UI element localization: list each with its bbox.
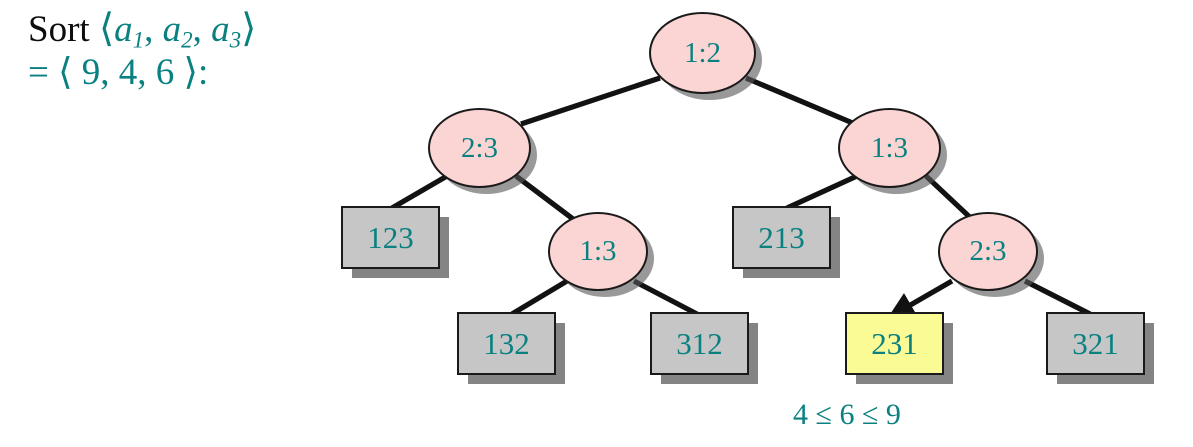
separator-2: ,: [192, 9, 212, 50]
leaf-node-leaf-123[interactable]: 123: [341, 206, 440, 269]
decision-node-label: 1:3: [870, 131, 909, 164]
leaf-node-label: 213: [758, 219, 805, 255]
leaf-node-label: 132: [483, 325, 530, 361]
variable-a2: a: [162, 9, 182, 50]
edge-right13-to-leaf213: [785, 173, 859, 211]
leaf-node-leaf-132[interactable]: 132: [457, 312, 556, 375]
edge-right23-to-leaf321: [1023, 278, 1092, 317]
decision-node-left-13[interactable]: 1:3: [548, 212, 648, 291]
angle-open-icon: ⟨: [98, 7, 115, 50]
subscript-2: 2: [181, 27, 193, 53]
leaf-node-label: 312: [676, 325, 723, 361]
angle-close-icon: ⟩: [241, 7, 257, 50]
caption-inequality: 4 ≤ 6 ≤ 9: [793, 398, 901, 431]
variable-a1: a: [114, 9, 133, 50]
leaf-node-label: 123: [367, 219, 414, 255]
edge-left23-to-leaf123: [390, 173, 449, 211]
decision-node-label: 1:3: [579, 235, 617, 267]
decision-node-left-23[interactable]: 2:3: [428, 108, 531, 188]
edge-left23-to-left13: [514, 173, 579, 225]
title-line-2: = ⟨ 9, 4, 6 ⟩:: [28, 52, 209, 94]
leaf-node-label: 321: [1072, 325, 1119, 361]
subscript-1: 1: [132, 27, 145, 53]
leaf-node-leaf-213[interactable]: 213: [732, 206, 831, 269]
decision-node-root[interactable]: 1:2: [649, 12, 756, 94]
edge-left13-to-leaf312: [632, 278, 699, 317]
decision-node-label: 2:3: [460, 131, 499, 164]
title-block: Sort ⟨a1, a2, a3⟩ = ⟨ 9, 4, 6 ⟩:: [28, 7, 257, 94]
leaf-node-label: 231: [871, 325, 918, 361]
edge-left13-to-leaf132: [510, 278, 569, 317]
leaf-node-leaf-321[interactable]: 321: [1046, 312, 1145, 375]
title-sort-word: Sort: [28, 9, 99, 50]
edge-right23-to-leaf231-arrow: [887, 278, 954, 319]
decision-node-right-13[interactable]: 1:3: [838, 108, 941, 188]
decision-node-right-23[interactable]: 2:3: [938, 212, 1038, 291]
leaf-node-leaf-231[interactable]: 231: [845, 312, 944, 375]
edge-root-to-left: [520, 75, 661, 127]
separator-1: ,: [144, 9, 163, 50]
variable-a3: a: [211, 9, 230, 50]
subscript-3: 3: [229, 27, 242, 53]
edge-right13-to-right23: [924, 174, 977, 224]
leaf-node-leaf-312[interactable]: 312: [650, 312, 749, 375]
decision-node-label: 1:2: [683, 36, 722, 69]
title-line-1: Sort ⟨a1, a2, a3⟩: [28, 7, 257, 53]
decision-node-label: 2:3: [969, 235, 1007, 267]
edge-root-to-right: [744, 75, 857, 127]
